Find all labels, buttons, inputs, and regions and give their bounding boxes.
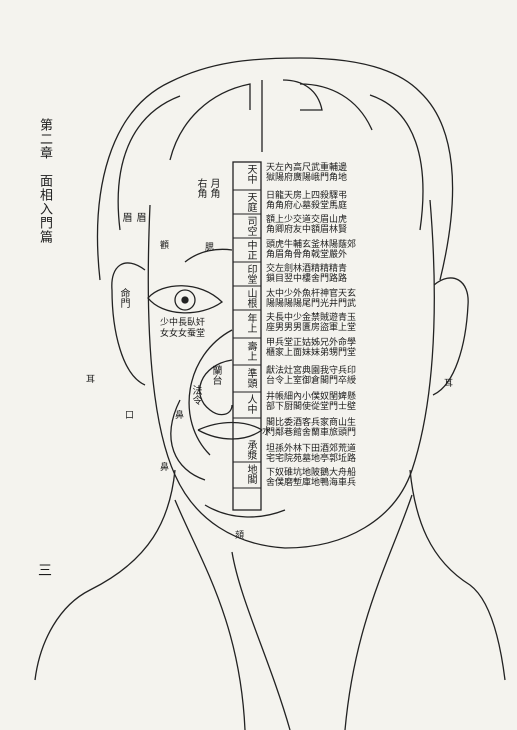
mouth-line [197, 421, 263, 440]
row-5: 交左劍林酒精精精青鎖目翌中樓舍門路路 [266, 264, 348, 284]
zone-shou-shang: 壽上 [245, 341, 256, 361]
zone-nian-shang: 年上 [245, 313, 256, 333]
label-jaw: 腮 [205, 243, 215, 253]
neck-left [34, 469, 176, 681]
row-6: 太中少外魚杆神官天玄陽陽陽陽尾門光井門武 [266, 289, 357, 309]
chin-curve [204, 504, 286, 518]
zone-tian-ting: 天庭 [245, 192, 256, 212]
label-cheek: 顴 [160, 241, 170, 251]
label-right-horn: 右角 [195, 178, 206, 198]
chapter-title: 第二章 面相入門篇 [37, 118, 52, 244]
zone-zhong-zheng: 中正 [245, 240, 256, 260]
row-12: 坦孫外林下田酒郊荒道宅宅院苑墓地亭郭坵路 [266, 444, 357, 464]
label-mouth: 口 [125, 411, 135, 421]
center-column-dividers [233, 189, 261, 489]
zone-ren-zhong: 人中 [245, 394, 256, 414]
hair-outline [96, 57, 454, 281]
hair-wave-1 [117, 94, 424, 231]
zone-tian-zhong: 天中 [245, 164, 256, 184]
label-right-ear: 耳 [444, 379, 454, 389]
row-8: 甲兵堂正姑姊兄外命學櫃家上面妹妹弟甥門堂 [266, 338, 357, 358]
page-number: 三 [38, 563, 52, 579]
label-water: 水 [262, 427, 272, 437]
zone-di-ge: 地閣 [245, 464, 256, 484]
left-iris [174, 289, 196, 311]
label-brow: 眉 [134, 212, 145, 222]
label-life-gate: 命門 [118, 288, 129, 308]
row-11: 閣比委酒客兵家商山生門鄰巷館舍蘭車旅頭門 [266, 418, 357, 438]
eyebrow [184, 248, 233, 263]
row-2: 日龍天房上四殺驛弔角角府心墓殺堂馬庭 [266, 191, 348, 211]
zone-si-kong: 司空 [245, 216, 256, 236]
collar-curve [231, 551, 291, 730]
row-13: 下奴碓坑地陂鵝大舟船舍僕磨塹庫地鴨海車兵 [266, 468, 357, 488]
label-chin: 頦 [235, 531, 245, 541]
collar-left [174, 499, 246, 730]
neck-right [409, 469, 506, 681]
row-9: 獻法灶宮典園我守兵印台令上室御倉閣門卒綬 [266, 366, 357, 386]
nose-wing-curve [199, 359, 233, 416]
label-nose-wing: 鼻 [175, 411, 185, 421]
label-left-ear: 耳 [86, 375, 96, 385]
zone-zhun-tou: 準頭 [245, 368, 256, 388]
label-lan-tai: 蘭台 [210, 365, 221, 385]
center-column-box [232, 161, 262, 511]
hair-wave-3 [261, 79, 323, 152]
row-10: 井帳細內小僕奴閨婢懸部下厨閣使從堂門士壁 [266, 392, 357, 412]
left-eye [147, 285, 223, 314]
zone-yin-tang: 印堂 [245, 264, 256, 284]
row-3: 額上少交道交眉山虎角卿府友中額眉林賢 [266, 215, 348, 235]
face-outline [147, 199, 435, 549]
zone-cheng-jiang: 承漿 [245, 440, 256, 460]
label-fa-ling: 法令 [190, 385, 201, 405]
label-eyebrow: 眉 [120, 212, 131, 222]
row-7: 夫長中少金禁賊遊青玉座男男男匱房盜軍上堂 [266, 313, 357, 333]
hair-wave-2 [169, 83, 373, 161]
label-moon-horn: 月角 [208, 178, 219, 198]
row-4: 頭虎牛輔玄釜林陽蔭郊角眉角骨角戟堂嚴外 [266, 240, 357, 260]
label-nose: 鼻 [160, 463, 170, 473]
fa-ling-curve [188, 329, 233, 456]
cheek-curve [170, 399, 206, 481]
eye-text: 少中長臥奸 女女女蚕堂 [160, 318, 206, 339]
collar-right [344, 494, 413, 730]
row-1: 天左內高尺武重輔邊獄陽府廣陽峨門角地 [266, 163, 348, 183]
right-ear [432, 277, 469, 396]
zone-shan-gen: 山根 [245, 288, 256, 308]
left-pupil [181, 296, 189, 304]
left-ear [111, 262, 146, 386]
